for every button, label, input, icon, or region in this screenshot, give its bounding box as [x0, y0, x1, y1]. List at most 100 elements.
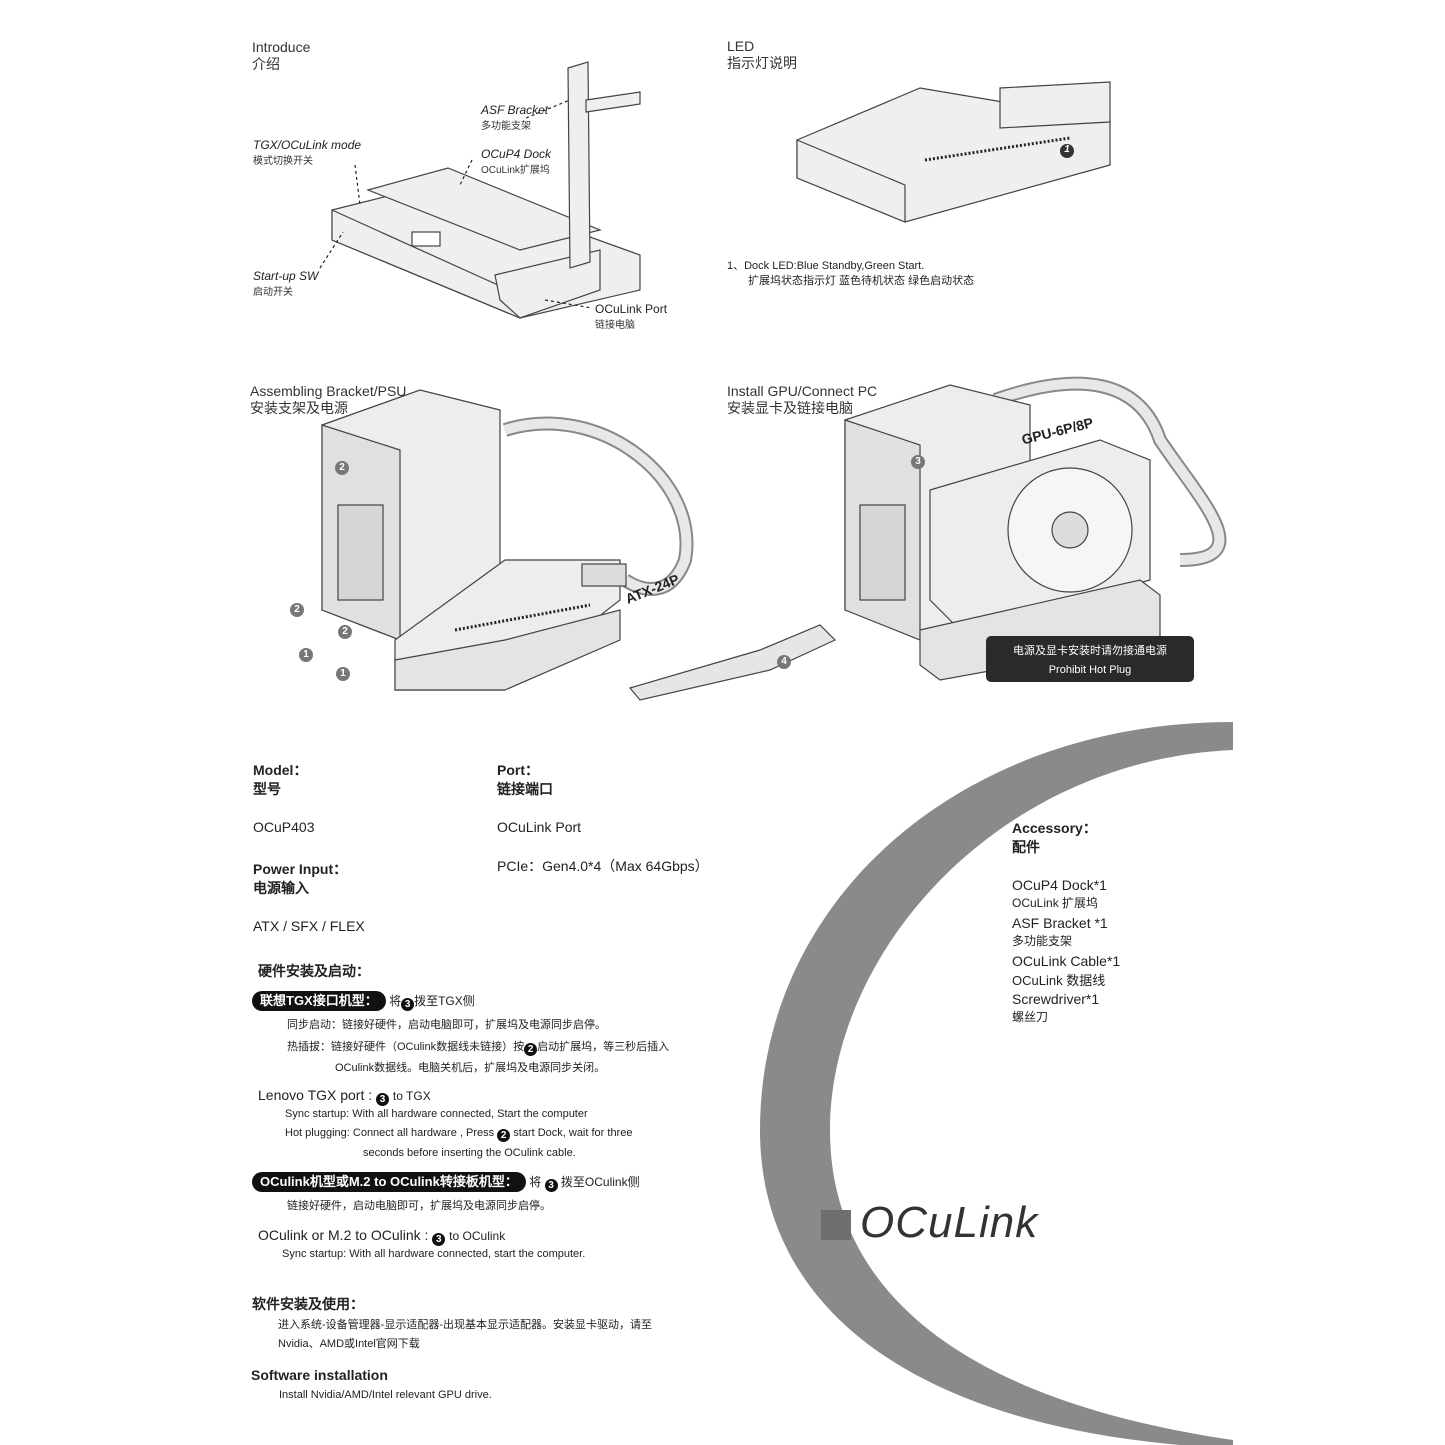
accessory-item-cn: 多功能支架: [1012, 934, 1073, 948]
accessory-item: ASF Bracket *1 多功能支架: [1012, 914, 1120, 950]
lenovo-l2-a: Hot plugging: Connect all hardware , Pre…: [285, 1127, 495, 1139]
oculink-pill: OCulink机型或M.2 to OCulink转接板机型：: [252, 1172, 526, 1192]
led-line-cn: 扩展坞状态指示灯 蓝色待机状态 绿色启动状态: [748, 275, 975, 287]
install-title-cn: 安装显卡及链接电脑: [727, 400, 853, 416]
port-heading-cn: 链接端口: [497, 781, 553, 797]
sw-title-cn: 软件安装及使用：: [252, 1296, 364, 1312]
warning-box-bg: [986, 636, 1194, 682]
led-description: 1、Dock LED:Blue Standby,Green Start. 扩展坞…: [727, 259, 974, 289]
sw-title-en: Software installation: [251, 1367, 388, 1383]
assemble-title-en: Assembling Bracket/PSU: [250, 383, 407, 399]
tgx-l2-num: 2: [524, 1043, 538, 1056]
lenovo-num: 3: [376, 1093, 390, 1106]
intro-leader-lines: [319, 99, 593, 309]
hot-plug-warning: 电源及显卡安装时请勿接通电源 Prohibit Hot Plug: [986, 642, 1194, 680]
tgx-line-1: 同步启动：链接好硬件，启动电脑即可，扩展坞及电源同步启停。: [287, 1019, 606, 1031]
port-label-en: OCuLink Port: [595, 302, 668, 316]
model-spec: Model： 型号 OCuP403: [253, 761, 314, 836]
sw-cn-text: 进入系统-设备管理器-显示适配器-出现基本显示适配器。安装显卡驱动，请至 Nvi…: [278, 1316, 652, 1354]
tgx-l2-a: 热插拔：链接好硬件（OCulink数据线未链接）按: [287, 1041, 525, 1053]
accessory-item-en: OCuP4 Dock*1: [1012, 877, 1107, 893]
power-heading-cn: 电源输入: [253, 880, 309, 896]
lenovo-line-3: seconds before inserting the OCulink cab…: [363, 1147, 576, 1159]
ocup4-dock-label: OCuP4 Dock OCuLink扩展坞: [481, 147, 551, 176]
accessory-heading-cn: 配件: [1012, 839, 1040, 855]
tgx-label-cn: 模式切换开关: [253, 156, 313, 167]
intro-title: Introduce 介绍: [252, 39, 310, 73]
port-heading-en: Port：: [497, 762, 539, 778]
tgx-line-3: OCulink数据线。电脑关机后，扩展坞及电源同步关闭。: [335, 1062, 606, 1074]
lenovo-title-b: to TGX: [392, 1089, 431, 1103]
hw-install-title: 硬件安装及启动：: [258, 963, 370, 979]
accessory-item-cn: OCuLink 扩展坞: [1012, 896, 1099, 910]
model-value: OCuP403: [253, 819, 315, 835]
intro-dock-drawing: [331, 61, 641, 319]
intro-title-en: Introduce: [252, 39, 311, 55]
install-marker-4: 4: [781, 656, 787, 667]
lenovo-l2-b: start Dock, wait for three: [513, 1127, 633, 1139]
assemble-marker-2c: 2: [342, 626, 348, 637]
dock-label-cn: OCuLink扩展坞: [481, 165, 550, 176]
assemble-marker-1a: 1: [303, 649, 309, 660]
tgx-post: 拨至TGX侧: [414, 994, 475, 1008]
warning-cn: 电源及显卡安装时请勿接通电源: [1013, 645, 1167, 657]
model-heading-cn: 型号: [253, 781, 281, 797]
lenovo-line-2: Hot plugging: Connect all hardware , Pre…: [285, 1125, 632, 1142]
asf-label-cn: 多功能支架: [481, 121, 531, 132]
lenovo-line-1: Sync startup: With all hardware connecte…: [285, 1108, 588, 1120]
accessory-item-en: OCuLink Cable*1: [1012, 953, 1121, 969]
asf-label-en: ASF Bracket: [481, 103, 549, 117]
sw-label-en: Start-up SW: [253, 269, 319, 283]
oculink-title-a: OCulink or M.2 to OCulink :: [258, 1227, 429, 1243]
port-label-cn: 链接电脑: [595, 320, 635, 331]
sw-cn-line-1: 进入系统-设备管理器-显示适配器-出现基本显示适配器。安装显卡驱动，请至: [278, 1319, 652, 1331]
tgx-pill: 联想TGX接口机型：: [252, 991, 386, 1011]
sw-cn-line-2: Nvidia、AMD或Intel官网下载: [278, 1338, 420, 1350]
led-line-en: 1、Dock LED:Blue Standby,Green Start.: [727, 260, 925, 272]
sw-en-line-1: Install Nvidia/AMD/Intel relevant GPU dr…: [279, 1389, 492, 1401]
lenovo-title: Lenovo TGX port : 3 to TGX: [258, 1087, 431, 1106]
dock-label-en: OCuP4 Dock: [481, 147, 552, 161]
assemble-marker-1b: 1: [340, 668, 346, 679]
led-dock-drawing: [796, 81, 1111, 223]
tgx-l2-b: 启动扩展坞，等三秒后插入: [537, 1041, 670, 1053]
install-markers: [777, 455, 925, 669]
tgx-num: 3: [401, 998, 415, 1011]
brand-wordmark: OCuLink: [860, 1198, 1039, 1247]
oculink-title-b: to OCulink: [449, 1229, 506, 1243]
accessory-item-en: ASF Bracket *1: [1012, 915, 1108, 931]
led-title-cn: 指示灯说明: [727, 55, 797, 71]
led-title-en: LED: [727, 38, 755, 54]
assemble-title-cn: 安装支架及电源: [250, 400, 348, 416]
warning-en: Prohibit Hot Plug: [1048, 664, 1132, 676]
install-drawing: [628, 376, 1227, 701]
assemble-marker-2b: 2: [294, 604, 300, 615]
oculink-line-2: Sync startup: With all hardware connecte…: [282, 1248, 586, 1260]
tgx-mode-label: TGX/OCuLink mode 模式切换开关: [253, 138, 361, 167]
led-title: LED 指示灯说明: [727, 38, 797, 72]
accessory-item-cn: OCuLink 数据线: [1012, 973, 1106, 988]
port-value-1: OCuLink Port: [497, 819, 582, 835]
accessory-item-cn: 螺丝刀: [1012, 1010, 1049, 1024]
power-spec: Power Input： 电源输入 ATX / SFX / FLEX: [253, 860, 365, 935]
tgx-pre: 将: [389, 994, 402, 1008]
accessory-heading-en: Accessory：: [1012, 820, 1097, 836]
oculink-pre: 将: [529, 1175, 542, 1189]
startup-sw-label: Start-up SW 启动开关: [253, 269, 318, 298]
intro-title-cn: 介绍: [252, 56, 280, 72]
sw-label-cn: 启动开关: [253, 287, 293, 298]
assemble-title: Assembling Bracket/PSU 安装支架及电源: [250, 383, 406, 417]
oculink-title: OCulink or M.2 to OCulink : 3 to OCulink: [258, 1227, 505, 1246]
brand-square: [821, 1210, 851, 1240]
power-heading-en: Power Input：: [253, 861, 348, 877]
lenovo-title-a: Lenovo TGX port :: [258, 1087, 373, 1103]
model-heading-en: Model：: [253, 762, 308, 778]
led-marker: 1: [1064, 144, 1070, 155]
oculink-line-1: 链接好硬件，启动电脑即可，扩展坞及电源同步启停。: [287, 1200, 551, 1212]
assemble-drawing: [321, 389, 694, 691]
